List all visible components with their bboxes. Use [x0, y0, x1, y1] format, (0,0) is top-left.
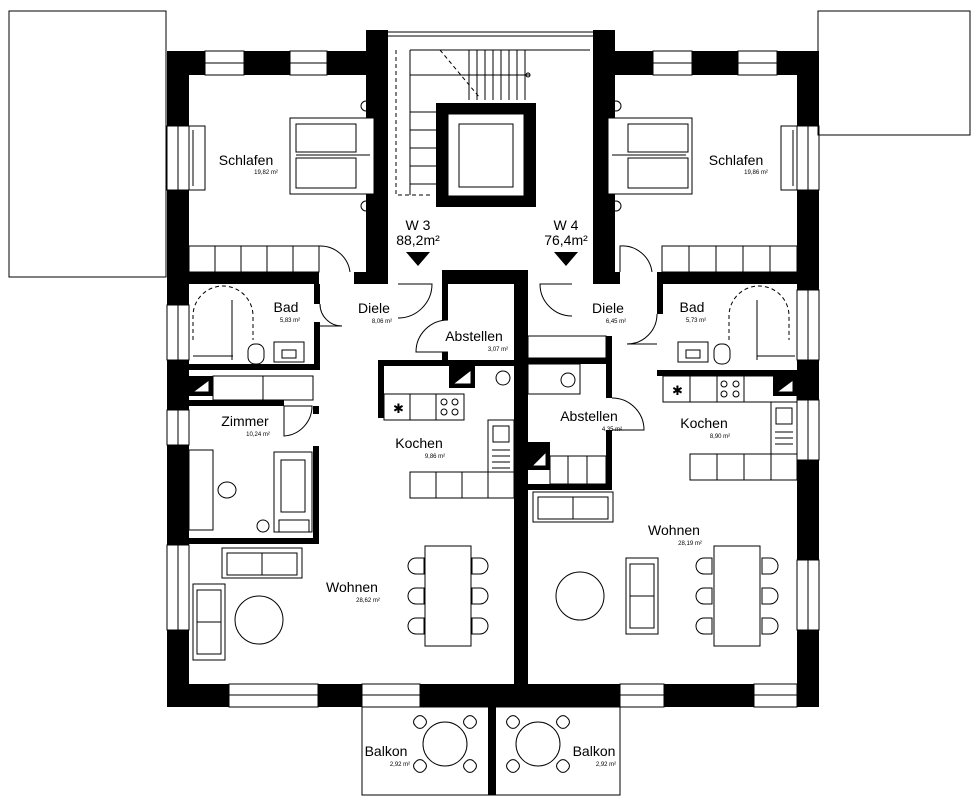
sink-icon	[273, 341, 305, 363]
room-area: 8,90 m²	[710, 434, 730, 440]
entrance-arrow-icon	[554, 252, 578, 266]
room-name: Bad	[274, 299, 299, 315]
room-area: 19,86 m²	[744, 170, 768, 176]
table-icon	[413, 715, 477, 773]
room-area: 3,07 m²	[488, 347, 508, 353]
bed-icon	[607, 100, 693, 212]
room-area: 9,86 m²	[425, 454, 445, 460]
shower-icon	[728, 285, 795, 360]
room-labels: Schlafen 19,82 m² Schlafen 19,86 m² Bad …	[219, 152, 768, 768]
stove-icon	[720, 380, 740, 398]
snowflake-icon: ✱	[393, 402, 404, 417]
sofa-icon	[192, 583, 226, 661]
room-name: Abstellen	[445, 328, 503, 344]
room-area: 5,73 m²	[686, 318, 706, 324]
snowflake-icon: ✱	[672, 384, 683, 399]
stove-icon	[440, 398, 459, 416]
room-name: Schlafen	[219, 152, 273, 168]
neighbor-building-left	[8, 10, 167, 278]
table-icon	[695, 545, 779, 647]
sink-icon	[677, 341, 709, 363]
exterior-walls	[167, 30, 819, 707]
room-name: Schlafen	[709, 152, 763, 168]
room-area: 28,62 m²	[356, 598, 380, 604]
room-name: Balkon	[365, 743, 408, 759]
toilet-icon	[217, 481, 237, 499]
room-name: Wohnen	[326, 579, 378, 595]
room-name: Kochen	[395, 435, 442, 451]
room-area: 28,19 m²	[678, 541, 702, 547]
room-area: 6,45 m²	[606, 319, 626, 325]
entrance-arrow-icon	[406, 252, 430, 266]
room-name: Balkon	[573, 743, 616, 759]
sofa-icon	[532, 491, 614, 523]
door-swing-icon	[283, 245, 658, 437]
shower-icon	[192, 285, 254, 360]
interior-walls	[189, 103, 797, 544]
unit-labels: W 3 88,2m² W 4 76,4m²	[396, 217, 588, 248]
room-name: Diele	[358, 300, 390, 316]
toilet-icon	[247, 343, 265, 365]
table-icon	[407, 545, 489, 647]
room-name: Bad	[680, 299, 705, 315]
sofa-icon	[625, 557, 659, 635]
staircase-icon	[395, 49, 590, 196]
unit-name-w3: W 3	[406, 217, 431, 233]
room-name: Wohnen	[648, 522, 700, 538]
room-name: Abstellen	[560, 408, 618, 424]
room-area: 4,35 m²	[602, 427, 622, 433]
room-area: 5,83 m²	[280, 318, 300, 324]
room-area: 10,24 m²	[246, 432, 270, 438]
room-area: 8,06 m²	[372, 319, 392, 325]
sofa-icon	[221, 547, 303, 579]
room-area: 19,82 m²	[254, 170, 278, 176]
unit-area-w3: 88,2m²	[396, 232, 440, 248]
unit-name-w4: W 4	[554, 217, 579, 233]
neighbor-building-right	[817, 10, 971, 136]
room-name: Diele	[592, 300, 624, 316]
room-area: 2,92 m²	[596, 762, 616, 768]
bed-icon	[289, 100, 375, 212]
toilet-icon	[713, 343, 731, 365]
room-name: Zimmer	[221, 413, 269, 429]
room-area: 2,92 m²	[390, 762, 410, 768]
room-name: Kochen	[680, 415, 727, 431]
table-icon	[506, 715, 570, 773]
unit-area-w4: 76,4m²	[544, 232, 588, 248]
